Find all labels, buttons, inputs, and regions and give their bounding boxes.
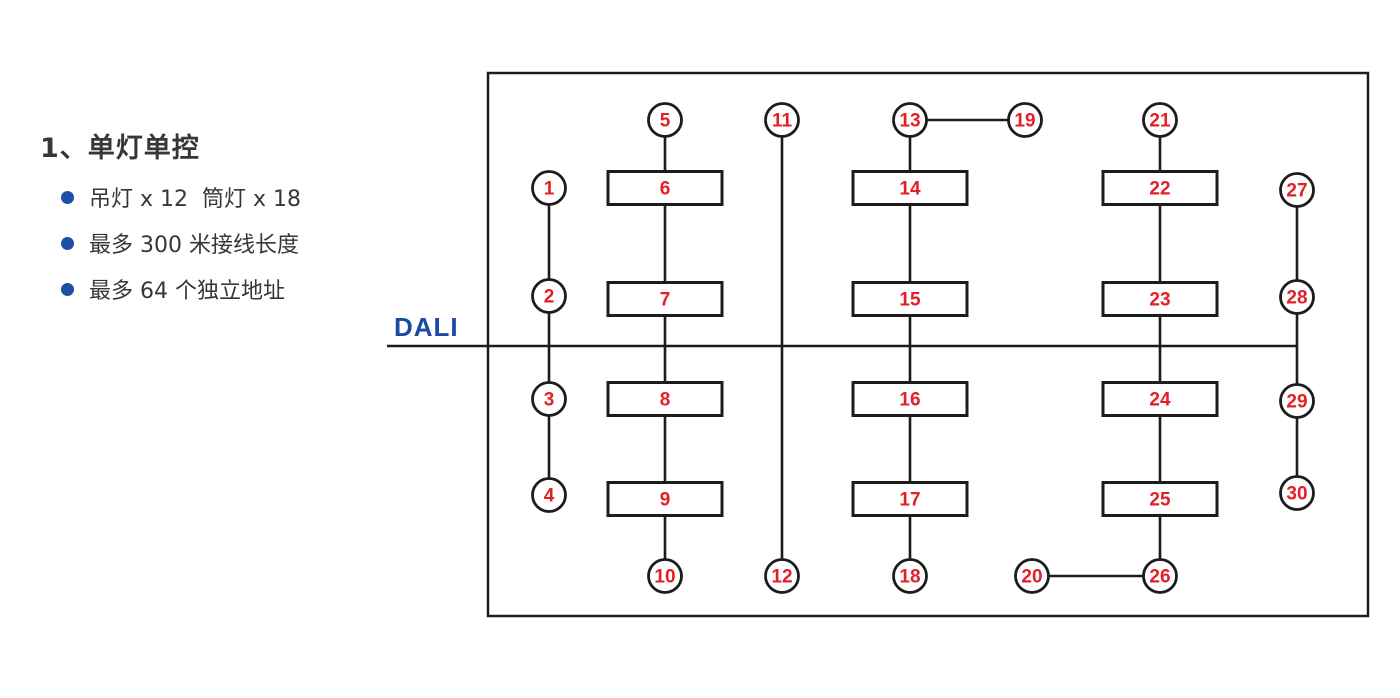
pendant-lamp-number-6: 6 — [660, 179, 671, 200]
downlight-number-4: 4 — [544, 486, 555, 507]
downlight-node-12 — [764, 558, 800, 594]
pendant-lamp-number-17: 17 — [899, 490, 920, 511]
pendant-lamp-node-24 — [1101, 381, 1219, 417]
pendant-lamp-number-24: 24 — [1149, 390, 1171, 411]
downlight-node-18 — [892, 558, 928, 594]
pendant-lamp-number-22: 22 — [1149, 179, 1170, 200]
downlight-node-26 — [1142, 558, 1178, 594]
pendant-lamp-node-23 — [1101, 281, 1219, 317]
downlight-number-29: 29 — [1286, 392, 1307, 413]
pendant-lamp-node-25 — [1101, 481, 1219, 517]
downlight-number-5: 5 — [660, 111, 671, 132]
bullet-item: 最多 300 米接线长度 — [61, 231, 299, 258]
pendant-lamp-number-7: 7 — [660, 290, 671, 311]
downlight-node-28 — [1279, 279, 1315, 315]
bullet-item: 吊灯 x 12 筒灯 x 18 — [61, 185, 301, 212]
pendant-lamp-number-16: 16 — [899, 390, 920, 411]
downlight-number-26: 26 — [1149, 567, 1170, 588]
downlight-number-20: 20 — [1021, 567, 1042, 588]
downlight-number-18: 18 — [899, 567, 920, 588]
downlight-number-28: 28 — [1286, 288, 1307, 309]
bullet-item: 最多 64 个独立地址 — [61, 277, 285, 304]
downlight-node-3 — [531, 381, 567, 417]
downlight-node-10 — [647, 558, 683, 594]
pendant-lamp-node-16 — [851, 381, 969, 417]
pendant-lamp-node-8 — [606, 381, 724, 417]
downlight-number-27: 27 — [1286, 181, 1307, 202]
downlight-node-5 — [647, 102, 683, 138]
pendant-lamp-node-17 — [851, 481, 969, 517]
pendant-lamp-number-9: 9 — [660, 490, 671, 511]
downlight-number-2: 2 — [544, 287, 555, 308]
downlight-node-19 — [1007, 102, 1043, 138]
dali-bus-label: DALI — [394, 312, 459, 342]
downlight-node-29 — [1279, 383, 1315, 419]
downlight-node-2 — [531, 278, 567, 314]
bullet-text: 最多 64 个独立地址 — [89, 279, 285, 304]
downlight-node-27 — [1279, 172, 1315, 208]
downlight-number-11: 11 — [772, 111, 793, 132]
pendant-lamp-node-15 — [851, 281, 969, 317]
pendant-lamp-number-14: 14 — [899, 179, 921, 200]
pendant-lamp-node-7 — [606, 281, 724, 317]
downlight-node-20 — [1014, 558, 1050, 594]
pendant-lamp-number-8: 8 — [660, 390, 671, 411]
bullet-text: 吊灯 x 12 筒灯 x 18 — [89, 187, 301, 212]
downlight-node-11 — [764, 102, 800, 138]
pendant-lamp-node-14 — [851, 170, 969, 206]
pendant-lamp-node-6 — [606, 170, 724, 206]
bullet-dot-icon — [61, 190, 74, 204]
downlight-number-3: 3 — [544, 390, 555, 411]
section-heading: 1、单灯单控 — [40, 133, 200, 164]
pendant-lamp-node-9 — [606, 481, 724, 517]
pendant-lamp-node-22 — [1101, 170, 1219, 206]
downlight-node-4 — [531, 477, 567, 513]
downlight-number-19: 19 — [1014, 111, 1035, 132]
pendant-lamp-number-23: 23 — [1149, 290, 1170, 311]
downlight-number-30: 30 — [1286, 484, 1307, 505]
downlight-number-12: 12 — [771, 567, 792, 588]
pendant-lamp-number-15: 15 — [899, 290, 921, 311]
downlight-node-13 — [892, 102, 928, 138]
downlight-number-1: 1 — [544, 179, 555, 200]
downlight-number-21: 21 — [1149, 111, 1171, 132]
downlight-node-1 — [531, 170, 567, 206]
room-boundary-box — [486, 71, 1370, 618]
downlight-number-10: 10 — [654, 567, 675, 588]
downlight-number-13: 13 — [899, 111, 920, 132]
bullet-dot-icon — [61, 282, 74, 296]
pendant-lamp-number-25: 25 — [1149, 490, 1171, 511]
downlight-node-21 — [1142, 102, 1178, 138]
downlight-node-30 — [1279, 475, 1315, 511]
bullet-text: 最多 300 米接线长度 — [89, 233, 299, 258]
bullet-dot-icon — [61, 236, 74, 250]
